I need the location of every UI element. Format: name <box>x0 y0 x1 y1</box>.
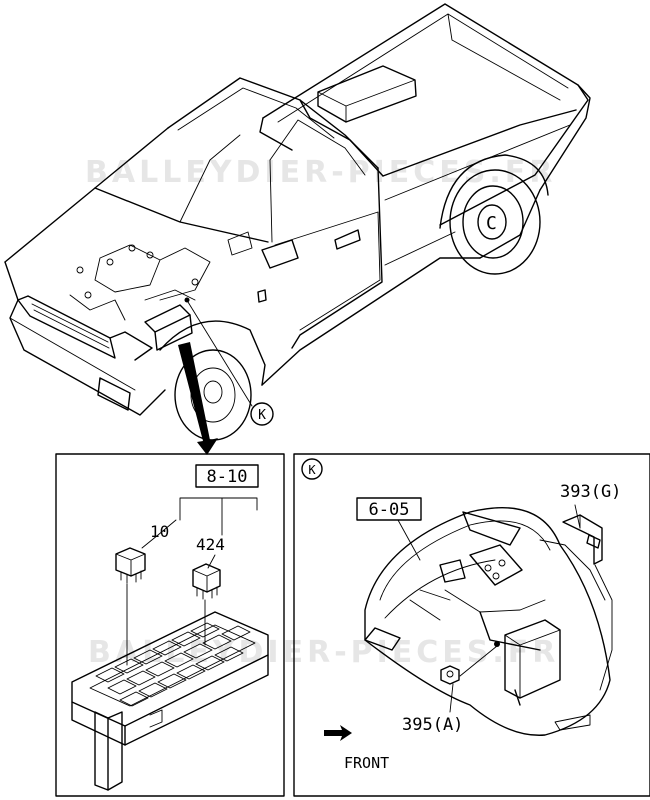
detail-k-label-panel: K <box>308 463 316 477</box>
fuse-relay-box <box>71 611 269 791</box>
ref-box-8-10 <box>195 464 259 488</box>
detail-k-leader <box>187 301 253 407</box>
ref-bracket <box>179 497 258 536</box>
part-395-label: 395(A) <box>402 715 463 735</box>
ref-label-8-10: 8-10 <box>207 467 248 487</box>
front-arrow-icon <box>324 725 352 741</box>
wheel-hub-letter: C <box>486 213 497 234</box>
ref-box-6-05 <box>356 497 422 521</box>
part-393-label: 393(G) <box>560 482 621 502</box>
part-424-label: 424 <box>196 535 225 554</box>
pickup-truck-illustration: C <box>4 3 591 441</box>
detail-k-marker-panel <box>301 458 323 480</box>
part-10-label: 10 <box>150 522 169 541</box>
part-10-leader <box>141 519 177 549</box>
part-395-leader <box>449 683 454 713</box>
detail-k-label-top: K <box>258 408 266 423</box>
nut-395 <box>440 665 460 685</box>
ref-label-6-05: 6-05 <box>369 500 410 520</box>
bracket-393 <box>562 514 603 565</box>
front-label: FRONT <box>344 754 389 772</box>
relay-10 <box>115 547 146 584</box>
detail-k-marker-top <box>250 402 274 426</box>
relay-424 <box>192 563 221 600</box>
watermark-top: BALLEYDIER-PIECES.FR <box>85 155 556 190</box>
right-detail-panel <box>293 453 650 797</box>
pointer-arrow <box>178 342 218 455</box>
left-detail-panel <box>55 453 285 797</box>
inner-fender-assembly <box>364 507 613 736</box>
